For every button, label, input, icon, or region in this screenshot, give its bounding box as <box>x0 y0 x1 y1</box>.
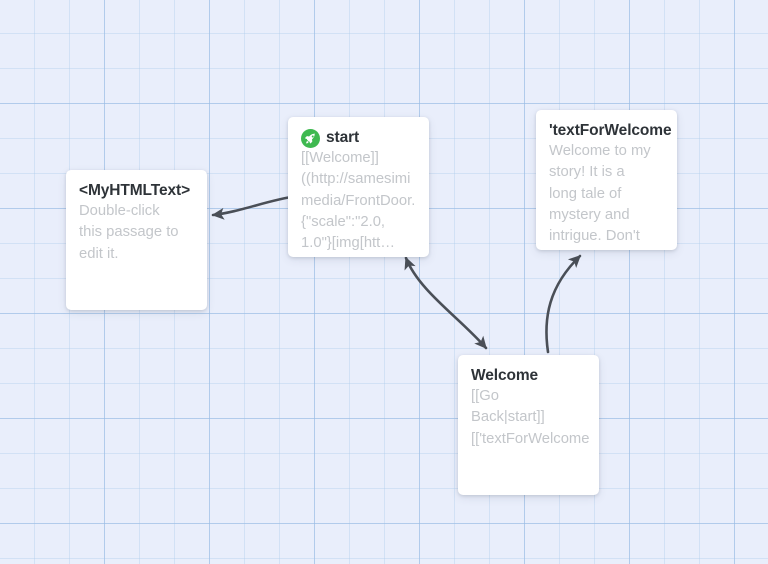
passage-title-row: 'textForWelcome <box>549 121 677 140</box>
passage-card-start[interactable]: start [[Welcome]] ((http://samesimi medi… <box>288 117 429 257</box>
passage-card-myhtmltext[interactable]: <MyHTMLText> Double-click this passage t… <box>66 170 207 310</box>
rocket-icon <box>301 129 320 148</box>
passage-title-row: Welcome <box>471 366 599 385</box>
passage-title: start <box>326 129 360 146</box>
passage-excerpt: [[Go Back|start]] [['textForWelcome <box>471 388 590 447</box>
passage-title: Welcome <box>471 367 539 384</box>
passage-excerpt: [[Welcome]] ((http://samesimi media/Fron… <box>301 150 416 252</box>
link-welcome-to-textforwelcome <box>545 254 582 354</box>
link-start-welcome <box>404 256 488 350</box>
passage-card-textforwelcome[interactable]: 'textForWelcome Welcome to my story! It … <box>536 110 677 250</box>
passage-title-row: <MyHTMLText> <box>79 181 207 200</box>
passage-excerpt: Double-click this passage to edit it. <box>79 203 179 262</box>
passage-excerpt: Welcome to my story! It is a long tale o… <box>549 143 651 245</box>
passage-title: 'textForWelcome <box>549 122 672 139</box>
link-start-to-myhtmltext <box>211 194 299 220</box>
passage-title: <MyHTMLText> <box>79 182 191 199</box>
passage-card-welcome[interactable]: Welcome [[Go Back|start]] [['textForWelc… <box>458 355 599 495</box>
passage-title-row: start <box>301 128 429 148</box>
